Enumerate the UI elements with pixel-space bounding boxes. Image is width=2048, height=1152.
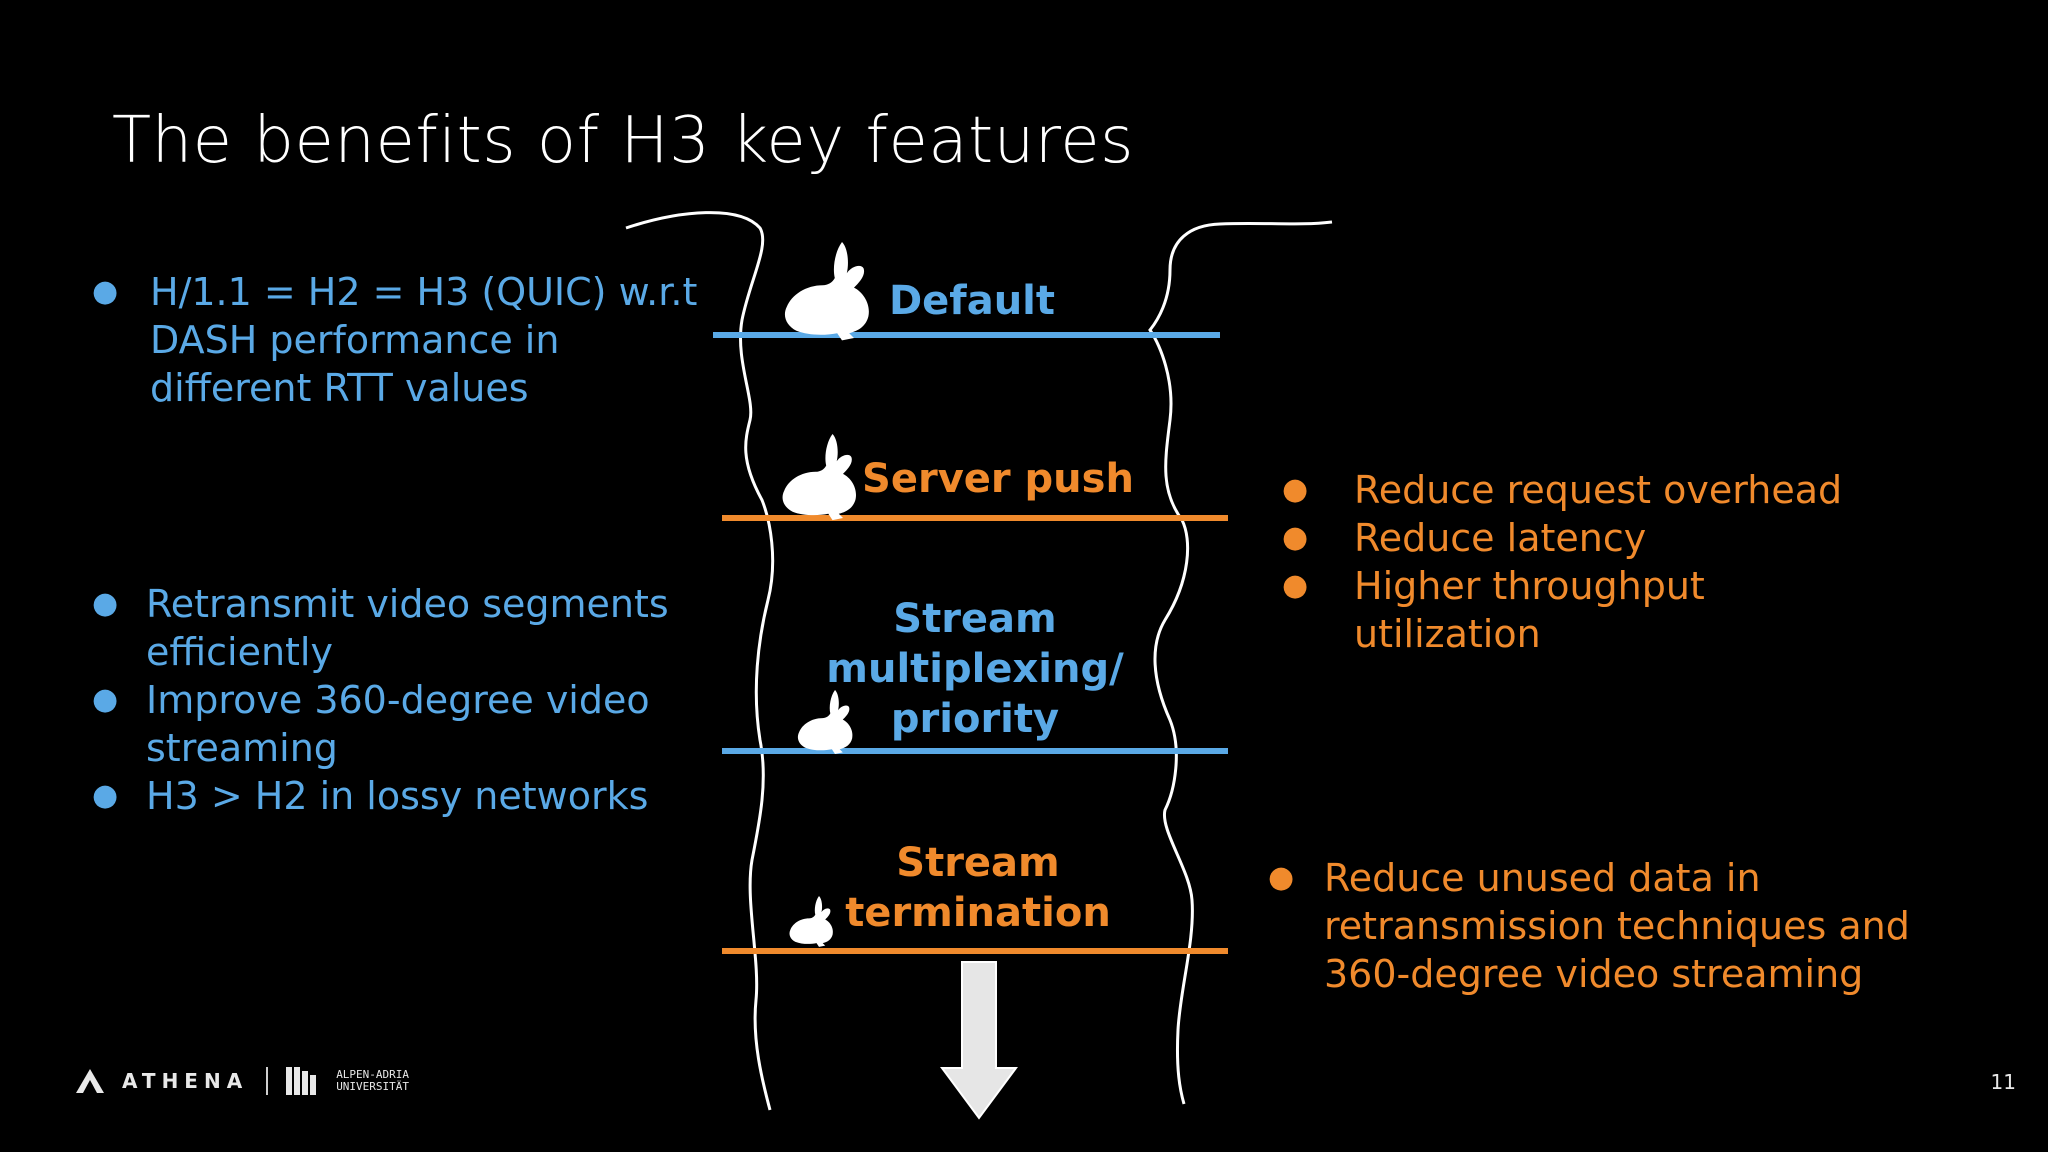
bullet-text: Reduce request overhead bbox=[1354, 468, 1843, 512]
bullet-text: Reduce unused data in retransmission tec… bbox=[1324, 856, 1910, 996]
bullet-text: Retransmit video segments efficiently bbox=[146, 582, 669, 674]
bullet-dot-icon: ● bbox=[92, 682, 119, 717]
slide-title: The benefits of H3 key features bbox=[112, 104, 1134, 178]
layer-label-default: Default bbox=[888, 278, 1056, 324]
bullet-dot-icon: ● bbox=[92, 586, 119, 621]
bullet-dot-icon: ● bbox=[92, 778, 119, 813]
rabbit-icon bbox=[782, 434, 857, 521]
page-number: 11 bbox=[1990, 1070, 2016, 1094]
layer-label-line: termination bbox=[845, 890, 1111, 936]
bullet-item: ● Reduce unused data in retransmission t… bbox=[1268, 854, 1928, 998]
university-name: ALPEN-ADRIA UNIVERSITÄT bbox=[336, 1069, 409, 1093]
layer-label-server-push: Server push bbox=[862, 456, 1134, 502]
university-name-line: ALPEN-ADRIA bbox=[336, 1068, 410, 1081]
layer-label-line: Stream bbox=[896, 840, 1060, 886]
down-arrow-icon bbox=[940, 961, 1018, 1120]
bullet-text: H/1.1 = H2 = H3 (QUIC) w.r.t DASH perfor… bbox=[150, 270, 698, 410]
right-top-bullets: ● Reduce request overhead ● Reduce laten… bbox=[1282, 466, 1922, 658]
footer-divider bbox=[266, 1067, 269, 1095]
bullet-text: H3 > H2 in lossy networks bbox=[146, 774, 649, 818]
right-bottom-bullets: ● Reduce unused data in retransmission t… bbox=[1268, 854, 1928, 998]
bullet-dot-icon: ● bbox=[1282, 472, 1309, 507]
bullet-text: Higher throughput utilization bbox=[1354, 564, 1705, 656]
bullet-text: Improve 360-degree video streaming bbox=[146, 678, 650, 770]
bullet-text: Reduce latency bbox=[1354, 516, 1647, 560]
bullet-item: ● Reduce request overhead bbox=[1282, 466, 1922, 514]
bullet-dot-icon: ● bbox=[92, 274, 119, 309]
left-bottom-bullets: ● Retransmit video segments efficiently … bbox=[92, 580, 712, 820]
bullet-item: ● Improve 360-degree video streaming bbox=[92, 676, 712, 772]
layer-label-termination: Stream termination bbox=[838, 838, 1118, 938]
bullet-dot-icon: ● bbox=[1282, 520, 1309, 555]
left-top-bullets: ● H/1.1 = H2 = H3 (QUIC) w.r.t DASH perf… bbox=[92, 268, 712, 412]
rabbit-icon bbox=[784, 242, 869, 341]
layer-label-line: multiplexing/ bbox=[826, 646, 1124, 692]
athena-logo-text: ATHENA bbox=[122, 1069, 249, 1093]
bullet-dot-icon: ● bbox=[1268, 860, 1295, 895]
bullet-dot-icon: ● bbox=[1282, 568, 1309, 603]
bullet-item: ● Retransmit video segments efficiently bbox=[92, 580, 712, 676]
layer-label-line: Stream bbox=[893, 596, 1057, 642]
layer-label-line: priority bbox=[890, 696, 1060, 742]
university-name-line: UNIVERSITÄT bbox=[336, 1080, 410, 1093]
athena-logo-icon bbox=[76, 1069, 104, 1093]
bullet-item: ● Higher throughput utilization bbox=[1282, 562, 1922, 658]
footer-logos: ATHENA ALPEN-ADRIA UNIVERSITÄT bbox=[76, 1066, 409, 1096]
bullet-item: ● H/1.1 = H2 = H3 (QUIC) w.r.t DASH perf… bbox=[92, 268, 712, 412]
university-logo-icon bbox=[286, 1067, 317, 1095]
bullet-item: ● H3 > H2 in lossy networks bbox=[92, 772, 712, 820]
rabbit-icon bbox=[789, 896, 833, 947]
layer-label-multiplexing: Stream multiplexing/ priority bbox=[820, 594, 1130, 744]
bullet-item: ● Reduce latency bbox=[1282, 514, 1922, 562]
